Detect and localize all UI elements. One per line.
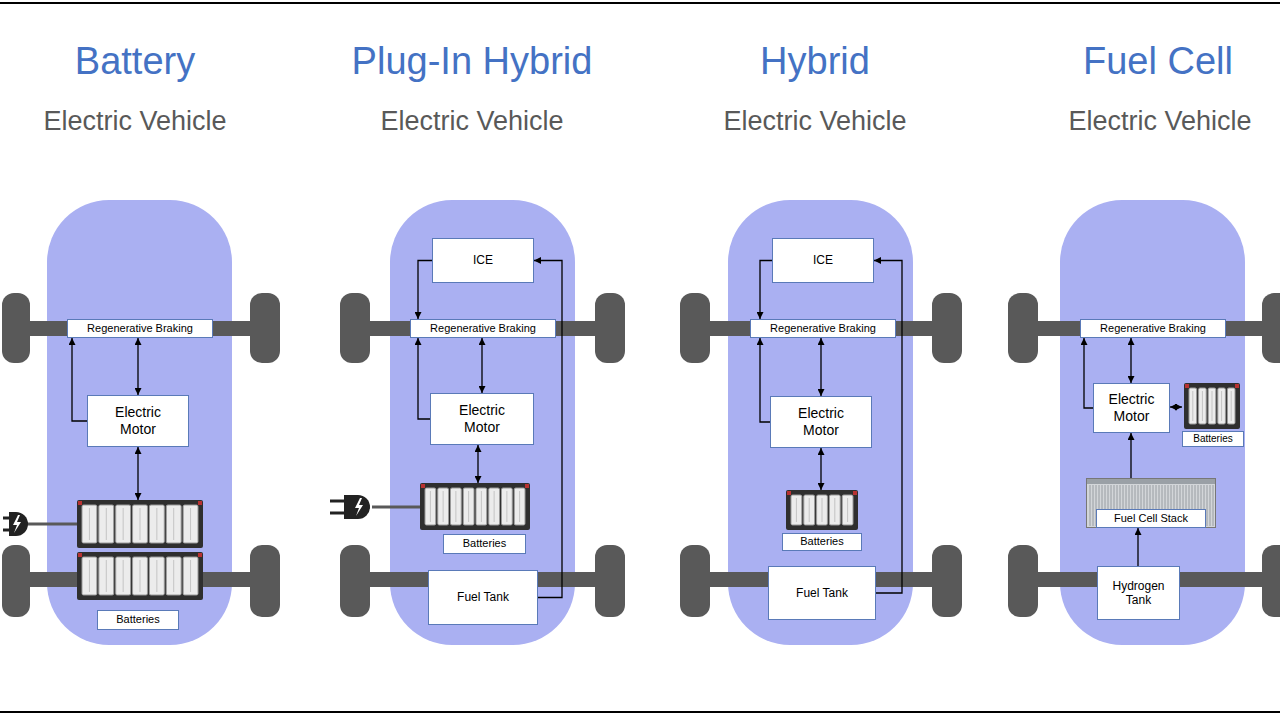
process-box: Regenerative Braking xyxy=(750,319,896,338)
box-text: Hydrogen Tank xyxy=(1108,579,1170,608)
process-box: Electric Motor xyxy=(430,393,534,445)
flow-arrow xyxy=(72,338,87,421)
component-label: Fuel Cell Stack xyxy=(1114,512,1188,525)
flow-arrow xyxy=(760,261,772,320)
process-box: Fuel Tank xyxy=(768,566,876,620)
charging-plug xyxy=(3,512,78,536)
battery-pack xyxy=(786,490,858,530)
component-image: Fuel Cell Stack xyxy=(1086,478,1216,528)
process-box: Regenerative Braking xyxy=(1080,319,1226,338)
flow-arrow xyxy=(477,445,478,483)
process-box: Electric Motor xyxy=(770,396,872,448)
component-image: Batteries xyxy=(77,500,203,630)
box-text: Electric Motor xyxy=(1102,391,1162,425)
flow-arrow xyxy=(820,448,821,490)
component-label-box: Batteries xyxy=(782,533,862,551)
box-text: Regenerative Braking xyxy=(430,322,536,335)
component-label: Batteries xyxy=(463,537,506,550)
column-title: Plug-In Hybrid xyxy=(352,40,593,84)
flow-arrow xyxy=(534,261,562,598)
box-text: Fuel Tank xyxy=(796,586,848,600)
component-label: Batteries xyxy=(1193,433,1232,445)
flow-arrow xyxy=(137,447,138,500)
flow-arrow xyxy=(418,261,432,320)
box-text: Regenerative Braking xyxy=(770,322,876,335)
component-label-box: Fuel Cell Stack xyxy=(1096,509,1206,528)
battery-pack xyxy=(77,500,203,600)
column-title: Battery xyxy=(75,40,195,84)
flow-arrow xyxy=(418,338,430,419)
battery-pack xyxy=(1184,383,1240,429)
component-label: Batteries xyxy=(116,613,159,626)
component-label-box: Batteries xyxy=(97,610,179,630)
flow-arrow xyxy=(1130,338,1131,383)
process-box: Electric Motor xyxy=(87,395,189,447)
box-text: Electric Motor xyxy=(790,405,852,439)
flow-arrow xyxy=(1130,433,1131,478)
component-image: Batteries xyxy=(420,483,530,554)
box-text: ICE xyxy=(473,253,493,267)
process-box: Fuel Tank xyxy=(428,570,538,625)
charging-plug xyxy=(330,495,421,519)
box-text: Regenerative Braking xyxy=(87,322,193,335)
flow-arrow xyxy=(1137,528,1138,566)
box-text: ICE xyxy=(813,253,833,267)
flow-arrow xyxy=(820,338,821,396)
column-title: Hybrid xyxy=(760,40,870,84)
flow-arrow xyxy=(481,338,482,393)
battery-pack xyxy=(420,483,530,530)
process-box: Electric Motor xyxy=(1093,383,1170,433)
column-subtitle: Electric Vehicle xyxy=(43,106,226,137)
flow-arrow xyxy=(760,338,770,422)
component-label-box: Batteries xyxy=(443,534,526,554)
box-text: Electric Motor xyxy=(107,404,169,438)
box-text: Regenerative Braking xyxy=(1100,322,1206,335)
axle xyxy=(25,321,1268,587)
frame-line xyxy=(0,711,1280,713)
flow-arrow xyxy=(1084,338,1093,408)
process-box: Regenerative Braking xyxy=(67,319,213,338)
flow-arrow xyxy=(137,338,138,395)
column-title: Fuel Cell xyxy=(1083,40,1233,84)
process-box: ICE xyxy=(772,238,874,283)
component-label: Batteries xyxy=(800,535,843,548)
process-box: Hydrogen Tank xyxy=(1097,566,1180,620)
box-text: Electric Motor xyxy=(451,402,513,436)
box-text: Fuel Tank xyxy=(457,590,509,604)
column-subtitle: Electric Vehicle xyxy=(1068,106,1251,137)
process-box: ICE xyxy=(432,238,534,283)
frame-line xyxy=(0,2,1280,4)
flow-arrow xyxy=(874,261,902,594)
column-subtitle: Electric Vehicle xyxy=(723,106,906,137)
component-label-box: Batteries xyxy=(1182,431,1244,447)
process-box: Regenerative Braking xyxy=(410,319,556,338)
flow-arrow xyxy=(1170,406,1182,407)
column-subtitle: Electric Vehicle xyxy=(380,106,563,137)
component-image: Batteries xyxy=(782,490,862,551)
component-image: Batteries xyxy=(1182,383,1244,447)
